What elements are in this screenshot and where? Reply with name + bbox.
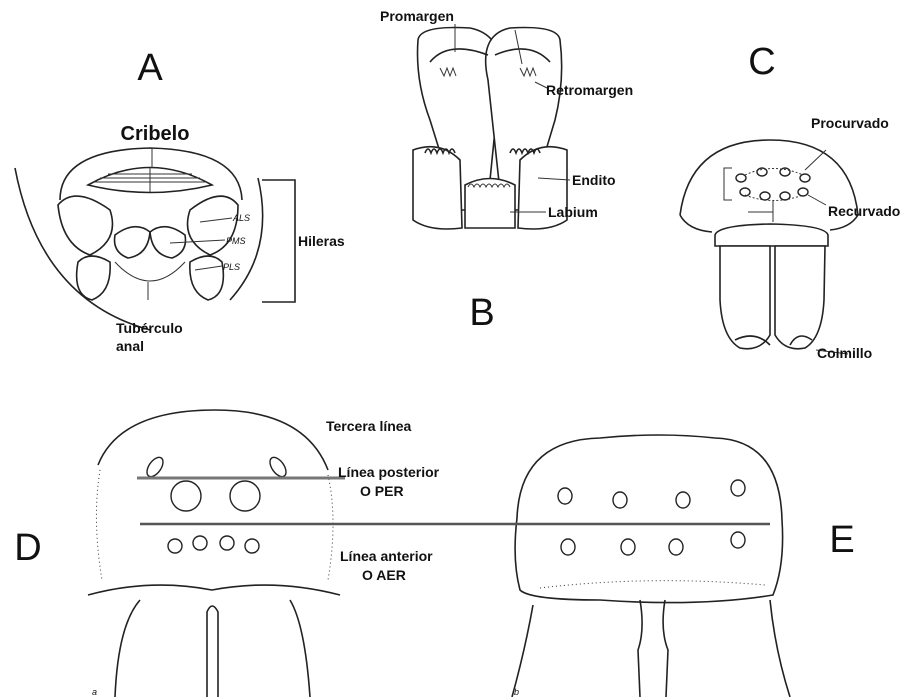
- als-label: ALS: [232, 213, 250, 223]
- tuberculo-label-line2: anal: [116, 338, 144, 354]
- subpanel-mark-b: b: [514, 687, 519, 697]
- panel-label-d: D: [14, 527, 41, 569]
- tercera-linea-label: Tercera línea: [326, 418, 412, 434]
- pls-label: PLS: [223, 262, 240, 272]
- linea-anterior-label-line2: O AER: [362, 567, 406, 583]
- linea-posterior-label-line1: Línea posterior: [338, 464, 440, 480]
- subpanel-mark-a: a: [92, 687, 97, 697]
- cribelo-label: Cribelo: [121, 123, 190, 145]
- panel-label-b: B: [469, 292, 494, 334]
- recurvado-label: Recurvado: [828, 203, 900, 219]
- promargen-label: Promargen: [380, 8, 454, 24]
- panel-c-carapace-front-drawing: [680, 140, 858, 354]
- panel-e-eye-rows-drawing: [512, 435, 790, 697]
- panel-label-a: A: [137, 47, 163, 89]
- panel-d-eye-rows-drawing: [88, 410, 340, 697]
- procurvado-label: Procurvado: [811, 115, 889, 131]
- linea-anterior-label-line1: Línea anterior: [340, 548, 433, 564]
- colmillo-label: Colmillo: [817, 345, 872, 361]
- endito-label: Endito: [572, 172, 616, 188]
- panel-b-chelicerae-drawing: [413, 24, 570, 229]
- pms-label: PMS: [226, 236, 246, 246]
- linea-posterior-label-line2: O PER: [360, 483, 404, 499]
- hileras-label: Hileras: [298, 233, 345, 249]
- panel-label-c: C: [748, 41, 775, 83]
- tuberculo-label-line1: Tubérculo: [116, 320, 183, 336]
- retromargen-label: Retromargen: [546, 82, 633, 98]
- panel-a-spinnerets-drawing: [15, 148, 295, 330]
- panel-label-e: E: [829, 519, 854, 561]
- labium-label: Labium: [548, 204, 598, 220]
